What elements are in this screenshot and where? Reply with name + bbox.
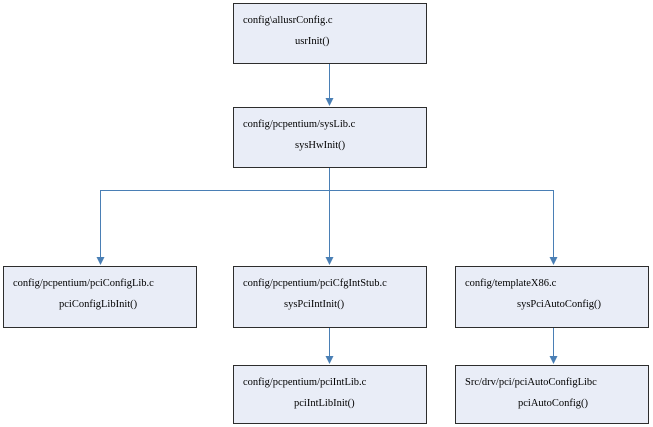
node-function-name: sysPciIntInit() <box>284 299 345 310</box>
node-file-name: config/pcpentium/sysLib.c <box>243 119 356 130</box>
node-file-name: config/pcpentium/pciCfgIntStub.c <box>243 278 387 289</box>
node-templatex86: config/templateX86.c sysPciAutoConfig() <box>455 266 649 328</box>
node-function-name: pciConfigLibInit() <box>59 299 138 310</box>
node-function-name: pciIntLibInit() <box>294 398 355 409</box>
node-file-name: Src/drv/pci/pciAutoConfigLibc <box>465 377 597 388</box>
node-pcicfgintstub: config/pcpentium/pciCfgIntStub.c sysPciI… <box>233 266 427 328</box>
node-function-name: sysHwInit() <box>295 140 346 151</box>
node-pciconfiglib: config/pcpentium/pciConfigLib.c pciConfi… <box>3 266 197 328</box>
node-pciintlib: config/pcpentium/pciIntLib.c pciIntLibIn… <box>233 365 427 424</box>
node-file-name: config\allusrConfig.c <box>243 15 333 26</box>
node-syslib: config/pcpentium/sysLib.c sysHwInit() <box>233 107 427 168</box>
node-file-name: config/templateX86.c <box>465 278 557 289</box>
node-file-name: config/pcpentium/pciConfigLib.c <box>13 278 154 289</box>
node-pciautoconfiglib: Src/drv/pci/pciAutoConfigLibc pciAutoCon… <box>455 365 649 424</box>
node-usrconfig: config\allusrConfig.c usrInit() <box>233 3 427 64</box>
node-function-name: usrInit() <box>295 36 330 47</box>
node-function-name: pciAutoConfig() <box>518 398 588 409</box>
node-file-name: config/pcpentium/pciIntLib.c <box>243 377 367 388</box>
node-function-name: sysPciAutoConfig() <box>517 299 601 310</box>
